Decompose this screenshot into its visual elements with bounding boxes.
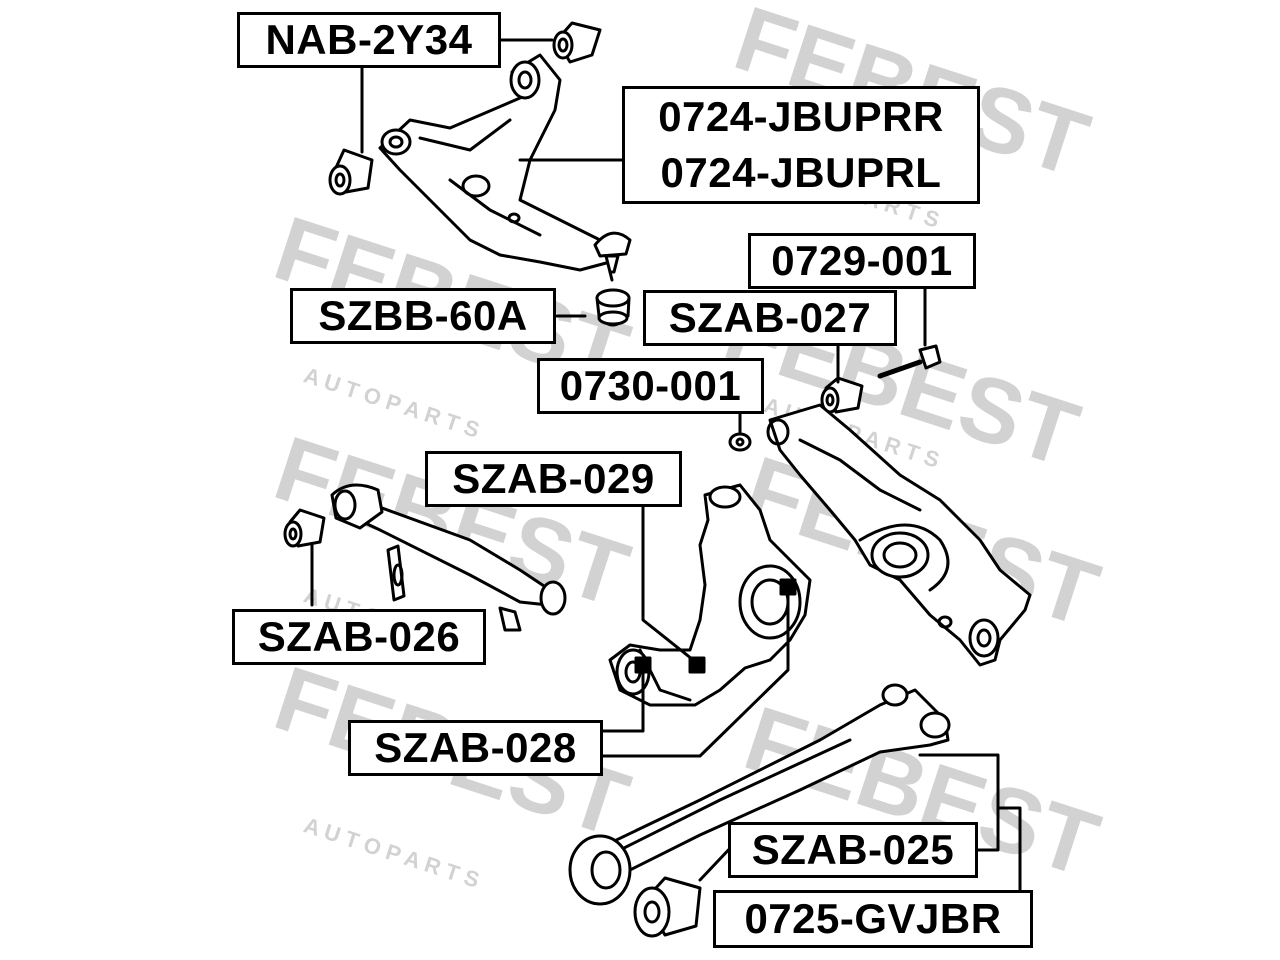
label-szab-027: SZAB-027 (643, 290, 897, 346)
lower-link-part (568, 683, 951, 906)
label-0730-001: 0730-001 (537, 358, 764, 414)
label-0724-group: 0724-JBUPRR 0724-JBUPRL (622, 86, 980, 204)
knuckle-part (608, 483, 812, 707)
label-szab-026: SZAB-026 (232, 609, 486, 665)
label-0724-jbuprr: 0724-JBUPRR (658, 93, 944, 140)
label-szab-028: SZAB-028 (348, 720, 603, 776)
upper-control-arm-part (378, 53, 612, 272)
bushing-top-part (552, 21, 602, 64)
label-0729-001: 0729-001 (748, 233, 976, 289)
label-nab-2y34: NAB-2Y34 (237, 12, 501, 68)
washer-part (728, 432, 752, 452)
label-szab-025: SZAB-025 (728, 822, 978, 878)
label-0725-gvjbr: 0725-GVJBR (713, 890, 1033, 948)
lateral-link-left-part (330, 483, 567, 632)
label-szab-029: SZAB-029 (425, 451, 682, 507)
label-szbb-60a: SZBB-60A (290, 288, 556, 344)
ball-joint-boot-part (595, 288, 631, 327)
bolt-part (877, 344, 942, 379)
lower-control-arm-part (766, 403, 1032, 667)
bushing-szab026-part (283, 508, 326, 548)
bushing-lower-arm-part (820, 376, 864, 414)
bushing-left-part (328, 148, 374, 196)
ball-joint-part (593, 231, 632, 282)
label-0724-jbuprl: 0724-JBUPRL (660, 149, 942, 196)
bushing-gvjbr-part (633, 876, 702, 938)
leader-lines (310, 38, 1022, 902)
